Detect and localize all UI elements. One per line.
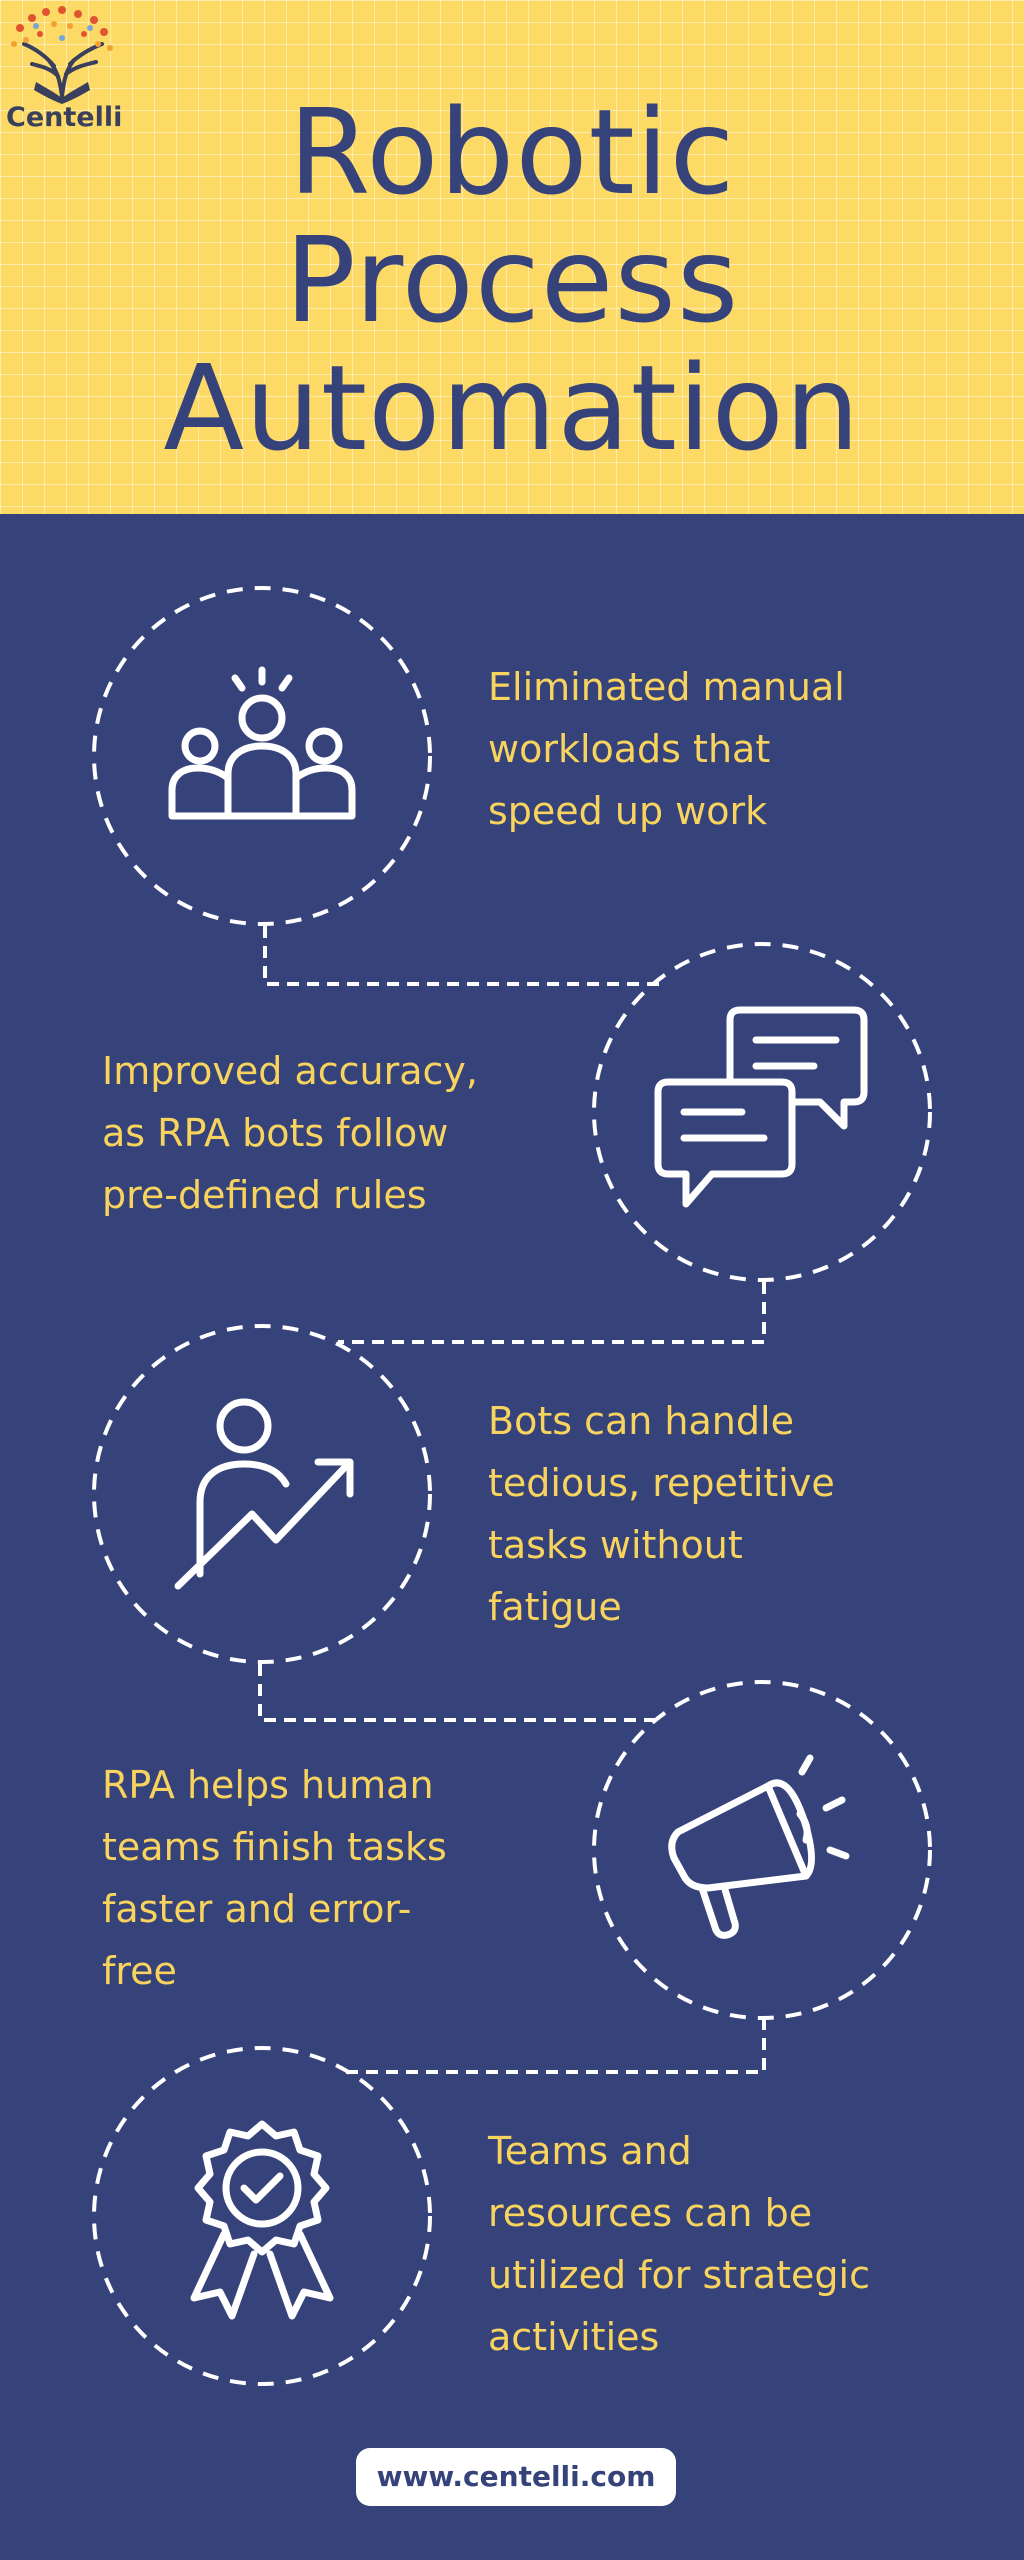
page-title: Robotic Process Automation — [0, 88, 1024, 472]
step-2-text: Improved accuracy, as RPA bots follow pr… — [102, 1049, 478, 1217]
step-4-circle — [592, 1680, 932, 2020]
megaphone-icon — [668, 1754, 850, 1939]
chat-bubbles-icon — [654, 1006, 868, 1208]
team-icon — [168, 666, 356, 820]
title-line-3: Automation — [163, 339, 861, 477]
step-5-circle — [92, 2046, 432, 2386]
title-line-1: Robotic — [288, 83, 736, 221]
step-3-circle — [92, 1324, 432, 1664]
step-3-text: Bots can handle tedious, repetitive task… — [488, 1399, 835, 1629]
title-line-2: Process — [284, 211, 740, 349]
brand-name: Centelli — [6, 102, 123, 133]
tree-logo-icon — [11, 6, 113, 104]
step-1-text: Eliminated manual workloads that speed u… — [488, 665, 845, 833]
step-1-circle — [92, 586, 432, 926]
header-banner: Centelli Robotic Process Automation — [0, 0, 1024, 514]
step-5-text: Teams and resources can be utilized for … — [488, 2129, 870, 2359]
centelli-logo[interactable]: Centelli — [6, 4, 122, 140]
step-2-circle — [592, 942, 932, 1282]
growth-person-icon — [174, 1398, 354, 1590]
step-4-text: RPA helps human teams finish tasks faste… — [102, 1763, 447, 1993]
badge-check-icon — [190, 2120, 334, 2320]
website-link[interactable]: www.centelli.com — [356, 2448, 676, 2506]
